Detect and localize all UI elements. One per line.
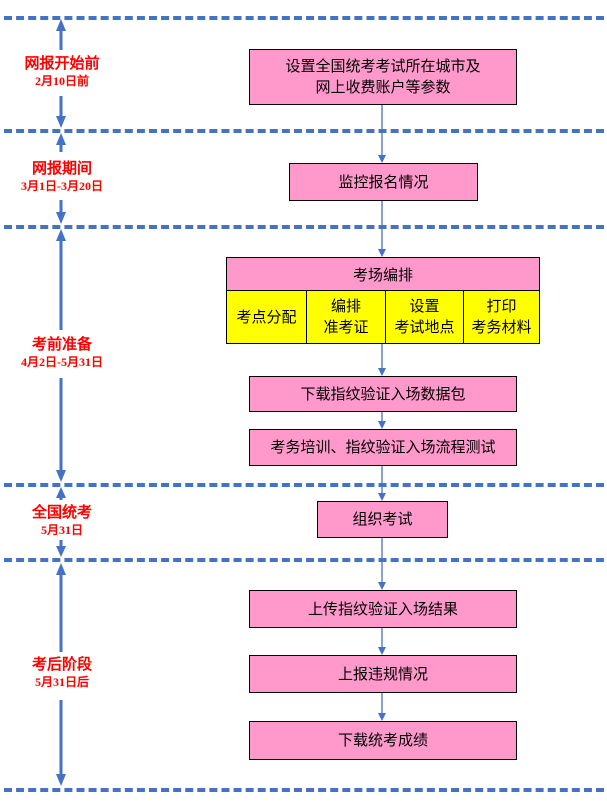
phase-name: 考后阶段 <box>31 655 92 673</box>
flow-arrow-5 <box>378 465 386 501</box>
phase-label-registration: 网报期间 3月1日-3月20日 <box>0 158 124 194</box>
step-training-and-test[interactable]: 考务培训、指纹验证入场流程测试 <box>249 429 517 466</box>
step-venue-arrangement: 考场编排 考点分配 编排 准考证 设置 考试地点 打印 考务材料 <box>226 257 540 344</box>
subtask-site-allocation[interactable]: 考点分配 <box>227 291 307 343</box>
step-setup-params[interactable]: 设置全国统考考试所在城市及 网上收费账户等参数 <box>249 49 517 105</box>
step-download-scores[interactable]: 下载统考成绩 <box>249 721 517 760</box>
phase-name: 全国统考 <box>31 503 92 521</box>
flow-arrow-6 <box>378 537 386 590</box>
phase-date: 4月2日-5月31日 <box>21 355 103 369</box>
phase-divider-bottom <box>4 788 604 792</box>
step-text: 上传指纹验证入场结果 <box>307 599 458 618</box>
phase-span-arrow-5 <box>56 563 66 786</box>
phase-date: 5月31日后 <box>34 675 89 689</box>
phase-date: 3月1日-3月20日 <box>21 179 103 193</box>
step-text-line2: 网上收费账户等参数 <box>315 78 451 96</box>
step-text: 组织考试 <box>352 510 413 528</box>
subtask-text-line1: 编排 <box>330 297 361 315</box>
phase-span-arrow-1 <box>56 19 66 128</box>
phase-name: 考前准备 <box>31 335 92 353</box>
subtask-arrange-admission-tickets[interactable]: 编排 准考证 <box>307 291 386 343</box>
phase-divider-1 <box>4 129 604 133</box>
venue-arrangement-title[interactable]: 考场编排 <box>227 258 539 291</box>
flow-arrow-7 <box>378 627 386 655</box>
phase-date: 5月31日 <box>40 523 83 537</box>
phase-divider-2 <box>4 225 604 229</box>
subtask-text-line1: 打印 <box>486 297 517 315</box>
phase-divider-top <box>4 16 604 20</box>
step-monitor-registration[interactable]: 监控报名情况 <box>289 163 478 201</box>
phase-label-national-exam: 全国统考 5月31日 <box>0 502 124 538</box>
phase-label-post-exam: 考后阶段 5月31日后 <box>0 654 124 690</box>
step-text: 下载指纹验证入场数据包 <box>300 384 466 403</box>
step-text: 考场编排 <box>352 265 413 284</box>
phase-name: 网报期间 <box>31 159 92 177</box>
phase-date: 2月10日前 <box>34 74 89 88</box>
step-text: 考务培训、指纹验证入场流程测试 <box>270 438 496 456</box>
step-upload-fingerprint-results[interactable]: 上传指纹验证入场结果 <box>249 590 517 628</box>
step-text: 上报违规情况 <box>337 664 428 683</box>
step-text: 监控报名情况 <box>338 172 429 191</box>
step-report-violations[interactable]: 上报违规情况 <box>249 655 517 693</box>
subtask-text-line2: 考试地点 <box>394 318 455 336</box>
subtask-set-exam-location[interactable]: 设置 考试地点 <box>386 291 464 343</box>
phase-divider-3 <box>4 483 604 487</box>
flow-arrow-4 <box>378 411 386 429</box>
step-text-line1: 设置全国统考考试所在城市及 <box>285 57 481 75</box>
phase-span-arrow-4 <box>56 487 66 557</box>
phase-divider-4 <box>4 558 604 562</box>
subtask-text-line2: 考务材料 <box>471 318 532 336</box>
phase-label-exam-preparation: 考前准备 4月2日-5月31日 <box>0 334 124 370</box>
flow-arrow-2 <box>378 200 386 257</box>
subtask-text-line2: 准考证 <box>323 318 369 336</box>
phase-label-pre-registration: 网报开始前 2月10日前 <box>0 53 124 89</box>
flow-arrow-8 <box>378 692 386 721</box>
phase-span-arrow-2 <box>56 133 66 224</box>
phase-name: 网报开始前 <box>24 54 100 72</box>
step-text: 下载统考成绩 <box>337 731 428 749</box>
step-download-fingerprint-package[interactable]: 下载指纹验证入场数据包 <box>249 376 517 412</box>
flow-arrow-1 <box>378 104 386 163</box>
subtask-text-line1: 考点分配 <box>236 307 297 326</box>
step-organize-exam[interactable]: 组织考试 <box>317 501 448 538</box>
subtask-print-exam-materials[interactable]: 打印 考务材料 <box>464 291 539 343</box>
subtask-text-line1: 设置 <box>409 297 440 315</box>
phase-span-arrow-3 <box>56 229 66 482</box>
flow-arrow-3 <box>378 344 386 376</box>
